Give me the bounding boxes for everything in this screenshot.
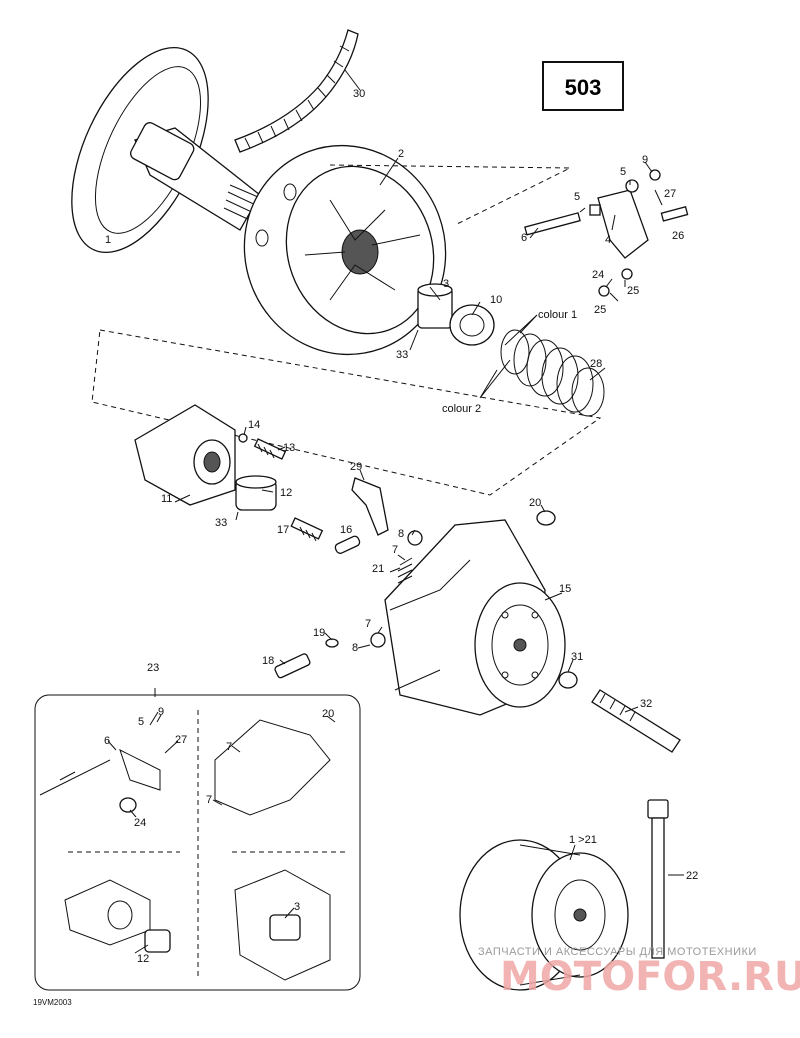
part-label-32: 32	[640, 698, 652, 710]
watermark-tagline: ЗАПЧАСТИ И АКСЕССУАРЫ ДЛЯ МОТОТЕХНИКИ	[478, 946, 757, 958]
part-label-13: 13	[283, 442, 295, 454]
part-label-15: 15	[559, 583, 571, 595]
page-number: 503	[565, 75, 602, 100]
watermark: ЗАПЧАСТИ И АКСЕССУАРЫ ДЛЯ МОТОТЕХНИКИ MO…	[478, 946, 800, 1000]
part-label-7a: 7	[392, 544, 398, 556]
movable-sheave	[243, 144, 447, 356]
part-number-labels: 1 2 3 4 5 5 6 7 7 8 8 9 10 11 12 13 14 1…	[105, 88, 698, 882]
inset-label-27: 27	[175, 734, 187, 746]
part-label-25b: 25	[627, 285, 639, 297]
inset-label-12: 12	[137, 953, 149, 965]
part-label-7b: 7	[365, 618, 371, 630]
inset-box	[34, 688, 361, 991]
assembly-guide-line	[91, 164, 602, 496]
part-label-22: 22	[686, 870, 698, 882]
spider-hub	[134, 404, 277, 511]
part-label-1: 1	[105, 234, 111, 246]
spring	[500, 329, 605, 417]
screw-13	[238, 433, 287, 460]
part-label-29: 29	[350, 461, 362, 473]
inset-label-5: 5	[138, 716, 144, 728]
inset-label-9: 9	[158, 706, 164, 718]
governor-cup	[384, 519, 566, 716]
part-label-26: 26	[672, 230, 684, 242]
part-label-5b: 5	[574, 191, 580, 203]
part-label-12: 12	[280, 487, 292, 499]
part-label-30: 30	[353, 88, 365, 100]
part-label-11: 11	[161, 493, 172, 505]
bushing-and-seal	[417, 283, 495, 346]
part-label-28: 28	[590, 358, 602, 370]
cam-arm-assembly	[524, 169, 689, 297]
part-label-2: 2	[398, 148, 404, 160]
part-label-8b: 8	[352, 642, 358, 654]
complete-clutch-assembly	[459, 839, 629, 991]
part-label-17: 17	[277, 524, 289, 536]
part-label-24: 24	[592, 269, 604, 281]
part-label-16: 16	[340, 524, 352, 536]
part-label-9: 9	[642, 154, 648, 166]
small-hardware	[274, 510, 681, 753]
inset-label-24: 24	[134, 817, 146, 829]
part-label-18: 18	[262, 655, 274, 667]
part-label-23: 23	[147, 662, 159, 674]
colour-1-note: colour 1	[538, 309, 577, 321]
drive-belt	[234, 29, 359, 153]
fixed-sheave	[71, 46, 266, 254]
part-label-20: 20	[529, 497, 541, 509]
watermark-brand: MOTOFOR.RU	[500, 954, 800, 1000]
inset-labels: 5 9 6 27 24 20 7 7 3 12	[104, 706, 334, 965]
part-label-6: 6	[521, 232, 527, 244]
part-label-10: 10	[490, 294, 502, 306]
inset-label-20: 20	[322, 708, 334, 720]
inset-label-6: 6	[104, 735, 110, 747]
part-label-14: 14	[248, 419, 260, 431]
pins	[290, 517, 361, 554]
colour-notes: colour 1 colour 2	[442, 309, 577, 415]
part-label-25a: 25	[594, 304, 606, 316]
colour-2-note: colour 2	[442, 403, 481, 415]
bolt-22	[647, 799, 684, 959]
inset-label-7b: 7	[206, 794, 212, 806]
part-label-1-to-21: 1 >21	[569, 834, 597, 846]
part-label-33a: 33	[396, 349, 408, 361]
page-number-box: 503	[542, 61, 624, 111]
leader-lines	[107, 69, 663, 954]
part-label-3: 3	[443, 278, 449, 290]
roller-arm	[351, 477, 389, 536]
part-label-33b: 33	[215, 517, 227, 529]
inset-label-3: 3	[294, 901, 300, 913]
part-label-5a: 5	[620, 166, 626, 178]
part-label-4: 4	[605, 234, 611, 246]
part-label-21: 21	[372, 563, 384, 575]
inset-label-7a: 7	[226, 741, 232, 753]
drawing-code: 19VM2003	[33, 998, 72, 1007]
part-label-27: 27	[664, 188, 676, 200]
part-label-8a: 8	[398, 528, 404, 540]
part-label-31: 31	[571, 651, 583, 663]
part-label-19: 19	[313, 627, 325, 639]
